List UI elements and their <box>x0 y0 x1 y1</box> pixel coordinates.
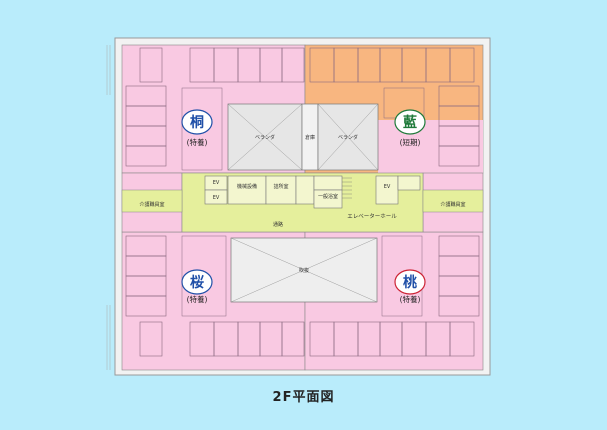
storage-center-label: 倉庫 <box>305 134 315 141</box>
zone-momo-name: 桃 <box>403 274 417 291</box>
zone-ai-name: 藍 <box>403 114 417 131</box>
courtyard-label: 吹抜 <box>299 267 309 274</box>
zone-momo-badge: 桃 (特養) <box>394 269 426 304</box>
zone-kiri-badge: 桐 (特養) <box>181 109 213 147</box>
veranda-right-label: ベランダ <box>338 134 358 141</box>
ev-1-label: EV <box>213 180 220 186</box>
veranda-left-label: ベランダ <box>255 134 275 141</box>
toilet-label: 一般浴室 <box>318 193 338 200</box>
zone-sakura-sub: (特養) <box>187 294 208 304</box>
office-label: 詰所室 <box>273 183 288 190</box>
zone-kiri-name: 桐 <box>190 114 204 131</box>
staff-room-right-label: 介護職員室 <box>440 201 465 208</box>
ev-3-label: EV <box>384 184 391 190</box>
balcony-left <box>106 45 111 370</box>
rooms-bottom <box>139 321 475 357</box>
machine-room-label: 機械設備 <box>237 183 257 190</box>
zone-kiri-sub: (特養) <box>187 137 208 147</box>
zone-sakura-name: 桜 <box>190 274 204 291</box>
corridor-label: 通路 <box>273 221 283 228</box>
rooms-top <box>139 47 475 83</box>
zone-sakura-badge: 桜 (特養) <box>181 269 213 304</box>
core-rooms <box>204 175 421 209</box>
page-title: 2F平面図 <box>272 390 335 405</box>
staff-room-left-label: 介護職員室 <box>139 201 164 208</box>
ev-2-label: EV <box>213 195 220 201</box>
zone-momo-sub: (特養) <box>400 294 421 304</box>
rooms-left <box>125 85 167 317</box>
rooms-right <box>438 85 480 317</box>
floor-plan: ベランダ 倉庫 ベランダ 吹抜 EV EV EV 機械設備 詰所室 一般浴室 エ… <box>106 37 491 376</box>
zone-ai-sub: (短期) <box>400 137 421 147</box>
zone-ai-badge: 藍 (短期) <box>394 109 426 147</box>
elevator-hall-label: エレベーターホール <box>347 212 397 220</box>
